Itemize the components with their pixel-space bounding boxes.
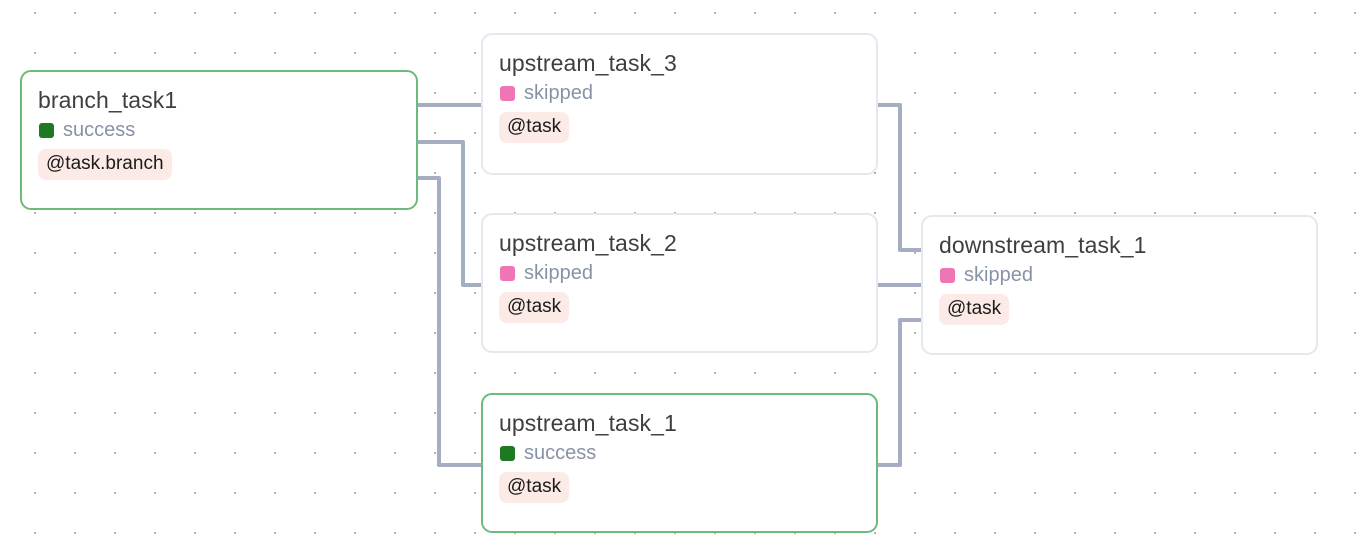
graph-edge [876,318,923,467]
task-node-title-upstream_task_3: upstream_task_3 [499,50,677,76]
task-node-decorator-tag-upstream_task_2: @task [499,292,570,323]
task-node-branch_task1[interactable]: branch_task1 success @task.branch [20,70,418,210]
task-node-status-label-upstream_task_3: skipped [524,82,593,104]
status-swatch-skipped-icon [500,86,515,101]
status-swatch-skipped-icon [500,266,515,281]
task-node-downstream_task_1[interactable]: downstream_task_1 skipped @task [921,215,1318,355]
task-node-status: skipped [500,82,593,105]
graph-edge [416,140,483,287]
task-node-status: success [500,442,596,465]
task-node-decorator-tag-upstream_task_3: @task [499,112,570,143]
graph-edge [416,176,483,467]
task-node-status: success [39,119,135,142]
task-node-decorator-tag-branch_task1: @task.branch [38,149,172,180]
task-node-title-downstream_task_1: downstream_task_1 [939,232,1147,258]
graph-edge [876,103,923,252]
task-node-decorator-tag-downstream_task_1: @task [939,294,1010,325]
task-node-upstream_task_3[interactable]: upstream_task_3 skipped @task [481,33,878,175]
task-node-status-label-upstream_task_2: skipped [524,262,593,284]
status-swatch-success-icon [500,446,515,461]
task-node-status: skipped [940,264,1033,287]
task-node-upstream_task_1[interactable]: upstream_task_1 success @task [481,393,878,533]
task-node-upstream_task_2[interactable]: upstream_task_2 skipped @task [481,213,878,353]
status-swatch-success-icon [39,123,54,138]
status-swatch-skipped-icon [940,268,955,283]
task-node-status: skipped [500,262,593,285]
task-node-status-label-branch_task1: success [63,119,136,141]
task-node-title-branch_task1: branch_task1 [38,87,178,113]
task-node-title-upstream_task_1: upstream_task_1 [499,410,677,436]
task-node-status-label-upstream_task_1: success [524,442,597,464]
task-node-decorator-tag-upstream_task_1: @task [499,472,570,503]
task-node-title-upstream_task_2: upstream_task_2 [499,230,677,256]
task-node-status-label-downstream_task_1: skipped [964,264,1033,286]
